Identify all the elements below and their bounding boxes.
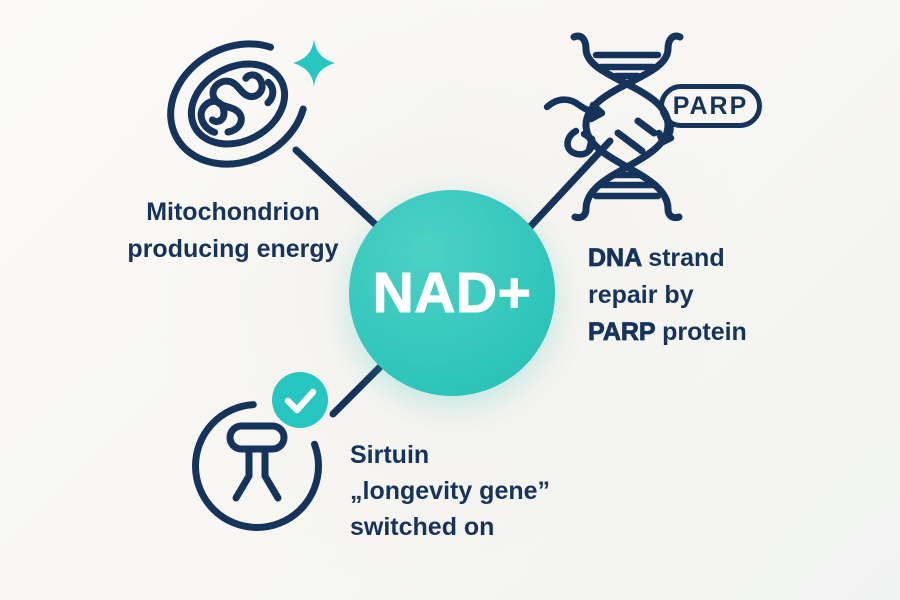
connector-line-dna bbox=[525, 137, 614, 232]
dna-label-line1: DNA strand bbox=[588, 244, 725, 273]
check-badge bbox=[272, 372, 328, 428]
dna-label: DNA strand repair by PARP protein bbox=[588, 240, 747, 351]
sirtuin-label: Sirtuin „longevity gene” switched on bbox=[350, 437, 550, 545]
mitochondrion-label-line2: producing energy bbox=[127, 235, 339, 263]
sirtuin-label-line2: „longevity gene” bbox=[350, 477, 551, 505]
check-icon bbox=[284, 388, 317, 414]
dna-helix-icon bbox=[543, 32, 684, 222]
sirtuin-label-line1: Sirtuin bbox=[350, 441, 430, 469]
mitochondrion-label-line1: Mitochondrion bbox=[146, 198, 320, 226]
mitochondrion-label: Mitochondrion producing energy bbox=[125, 194, 341, 268]
sparkle-icon bbox=[293, 39, 335, 87]
gene-switch-icon bbox=[192, 401, 322, 531]
nad-node: NAD+ bbox=[349, 190, 555, 396]
dna-label-line2: repair by bbox=[588, 281, 694, 309]
nad-label: NAD+ bbox=[372, 261, 532, 326]
parp-badge: PARP bbox=[659, 84, 762, 128]
connector-line-sirtuin bbox=[329, 362, 385, 418]
parp-badge-label: PARP bbox=[672, 91, 749, 120]
dna-label-line3: PARP protein bbox=[588, 318, 747, 347]
mitochondrion-icon bbox=[167, 40, 309, 168]
sirtuin-label-line3: switched on bbox=[350, 513, 495, 541]
connector-line-mitochondrion bbox=[292, 146, 380, 229]
